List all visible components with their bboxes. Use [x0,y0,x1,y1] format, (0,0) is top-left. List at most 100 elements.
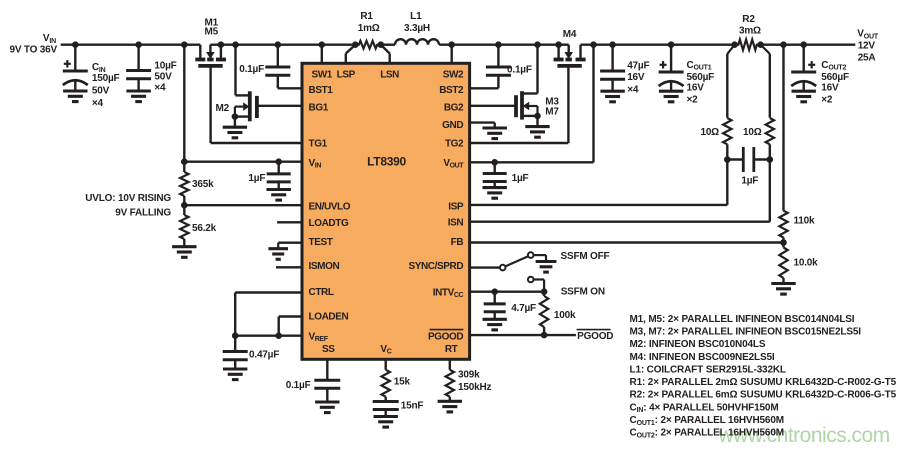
svg-text:PGOOD: PGOOD [428,331,463,342]
svg-text:VOUT: VOUT [857,29,879,41]
svg-text:3.3µH: 3.3µH [404,23,430,34]
svg-text:L1: COILCRAFT SER2915L-332KL: L1: COILCRAFT SER2915L-332KL [630,364,786,375]
svg-text:ISN: ISN [448,218,464,229]
svg-text:150µF: 150µF [92,73,120,84]
svg-text:VREF: VREF [309,331,329,343]
svg-text:0.1µF: 0.1µF [286,380,311,391]
svg-text:TG2: TG2 [445,139,464,150]
svg-text:M5: M5 [204,27,218,38]
svg-text:SW1: SW1 [312,70,333,81]
svg-text:SSFM ON: SSFM ON [561,287,605,298]
svg-text:SS: SS [322,344,335,355]
svg-text:SW2: SW2 [443,70,464,81]
svg-text:www.cntronics.com: www.cntronics.com [718,424,890,447]
svg-text:560µF: 560µF [821,72,849,83]
svg-text:25A: 25A [858,53,876,64]
svg-text:LOADTG: LOADTG [309,218,349,229]
svg-text:M2: INFINEON BSC010N04LS: M2: INFINEON BSC010N04LS [630,339,766,350]
svg-text:R1: 2× PARALLEL 2mΩ SUSUMU KRL: R1: 2× PARALLEL 2mΩ SUSUMU KRL6432D-C-R0… [630,377,897,388]
svg-text:1µF: 1µF [741,176,758,187]
svg-text:1µF: 1µF [248,173,265,184]
svg-text:BST1: BST1 [309,85,334,96]
svg-text:VIN: VIN [309,158,322,170]
svg-text:TEST: TEST [309,237,333,248]
svg-text:M1, M5: 2× PARALLEL INFINEON B: M1, M5: 2× PARALLEL INFINEON BSC014N04LS… [630,314,855,325]
svg-text:15nF: 15nF [401,401,424,412]
svg-text:CTRL: CTRL [309,287,334,298]
svg-text:BG1: BG1 [309,102,329,113]
svg-text:M2: M2 [216,103,230,114]
svg-text:SYNC/SPRD: SYNC/SPRD [408,261,463,272]
svg-text:VC: VC [380,344,391,356]
svg-text:50V: 50V [154,72,172,83]
svg-text:L1: L1 [410,11,422,22]
svg-text:50V: 50V [92,86,110,97]
svg-text:VOUT: VOUT [443,158,464,170]
svg-text:COUT2: COUT2 [821,60,846,72]
svg-text:TG1: TG1 [309,139,328,150]
svg-text:CIN​: 4× PARALLEL 50HVHF150M: CIN​: 4× PARALLEL 50HVHF150M [630,402,779,414]
svg-text:LT8390: LT8390 [367,154,406,168]
svg-text:10Ω: 10Ω [743,127,762,138]
svg-text:INTVCC: INTVCC [433,287,464,299]
svg-text:10Ω: 10Ω [700,127,719,138]
svg-text:3mΩ: 3mΩ [739,26,761,37]
svg-text:150kHz: 150kHz [458,382,491,393]
svg-text:PGOOD: PGOOD [577,331,613,342]
svg-text:R2: R2 [742,14,755,25]
svg-text:9V TO 36V: 9V TO 36V [10,45,58,56]
svg-text:×2: ×2 [687,95,699,106]
svg-text:×4: ×4 [92,98,104,109]
svg-text:UVLO: 10V RISING: UVLO: 10V RISING [85,193,171,204]
svg-text:EN/UVLO: EN/UVLO [309,201,351,212]
svg-text:4.7µF: 4.7µF [511,303,536,314]
svg-text:M7: M7 [545,106,559,117]
svg-text:9V FALLING: 9V FALLING [115,207,171,218]
svg-text:R2: 2× PARALLEL 6mΩ SUSUMU KRL: R2: 2× PARALLEL 6mΩ SUSUMU KRL6432D-C-R0… [630,390,897,401]
svg-text:M3: M3 [545,96,559,107]
svg-text:309k: 309k [458,370,480,381]
svg-text:1mΩ: 1mΩ [358,23,380,34]
svg-text:0.1µF: 0.1µF [239,64,264,75]
svg-text:×2: ×2 [821,95,833,106]
svg-text:R1: R1 [360,11,373,22]
svg-text:CIN: CIN [92,62,106,74]
svg-text:100k: 100k [554,310,576,321]
svg-text:560µF: 560µF [687,72,715,83]
svg-text:16V: 16V [821,83,839,94]
svg-text:0.47µF: 0.47µF [249,350,279,361]
svg-text:0.1µF: 0.1µF [507,65,532,76]
svg-text:15k: 15k [394,377,411,388]
svg-text:LOADEN: LOADEN [309,312,349,323]
svg-text:COUT1​: 2× PARALLEL 16HVH560M: COUT1​: 2× PARALLEL 16HVH560M [630,415,784,427]
svg-text:FB: FB [451,237,464,248]
svg-text:COUT1: COUT1 [687,60,712,72]
svg-text:×4: ×4 [627,84,639,95]
svg-text:VIN: VIN [43,33,56,45]
svg-text:110k: 110k [794,216,816,227]
svg-text:16V: 16V [687,83,705,94]
svg-text:ISP: ISP [448,201,464,212]
svg-text:12V: 12V [858,41,876,52]
svg-text:ISMON: ISMON [309,261,340,272]
svg-text:M3, M7: 2× PARALLEL INFINEON B: M3, M7: 2× PARALLEL INFINEON BSC015NE2LS… [630,326,862,337]
svg-text:56.2k: 56.2k [192,223,217,234]
svg-text:365k: 365k [192,179,214,190]
svg-text:×4: ×4 [154,82,166,93]
svg-text:BG2: BG2 [444,102,464,113]
svg-text:16V: 16V [627,72,645,83]
svg-text:1µF: 1µF [512,173,529,184]
svg-text:10µF: 10µF [154,61,176,72]
svg-text:M1: M1 [204,17,218,28]
svg-text:BST2: BST2 [439,85,464,96]
svg-text:LSN: LSN [380,70,399,81]
svg-text:47µF: 47µF [627,60,649,71]
svg-text:SSFM OFF: SSFM OFF [561,251,610,262]
svg-text:10.0k: 10.0k [794,258,819,269]
svg-text:M4: INFINEON BSC009NE2LS5I: M4: INFINEON BSC009NE2LS5I [630,352,775,363]
svg-text:LSP: LSP [337,70,356,81]
svg-text:COUT2​: 2× PARALLEL 16HVH560M: COUT2​: 2× PARALLEL 16HVH560M [630,428,784,440]
svg-text:M4: M4 [563,29,577,40]
svg-text:GND: GND [442,120,463,131]
svg-text:RT: RT [445,344,458,355]
